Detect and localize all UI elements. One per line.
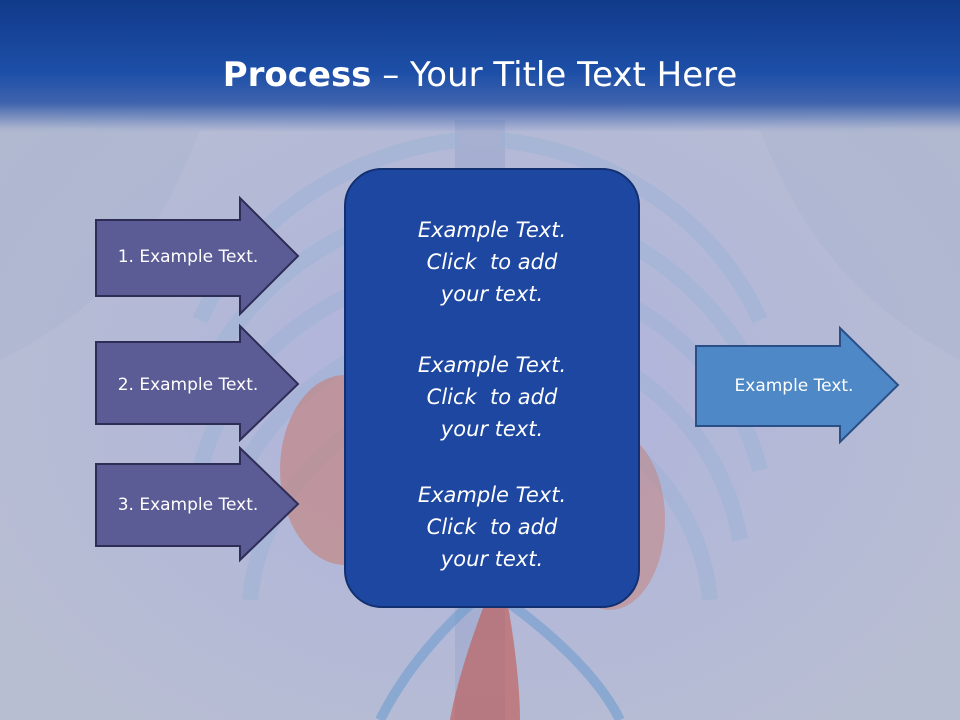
left-arrow-3-label: 3. Example Text. — [117, 495, 259, 515]
left-arrow-1-label: 1. Example Text. — [117, 247, 259, 267]
left-arrow-2[interactable]: 2. Example Text. — [95, 323, 300, 444]
center-paragraph-1-line-3: your text. — [440, 282, 544, 306]
center-text-box[interactable]: Example Text. Click to add your text. Ex… — [344, 168, 640, 608]
title-rest: – Your Title Text Here — [371, 55, 738, 95]
center-paragraph-2-line-3: your text. — [440, 417, 544, 441]
arrow-shape-icon — [95, 323, 300, 443]
arrow-shape-icon — [95, 445, 300, 563]
right-arrow[interactable]: Example Text. — [695, 325, 900, 445]
center-paragraph-1-line-1: Example Text. — [417, 218, 567, 242]
left-arrow-3[interactable]: 3. Example Text. — [95, 445, 300, 563]
title-bold: Process — [222, 55, 372, 95]
arrow-shape-icon — [95, 195, 300, 317]
center-paragraph-3-line-3: your text. — [440, 547, 544, 571]
left-arrow-1[interactable]: 1. Example Text. — [95, 195, 300, 317]
center-paragraph-3-line-1: Example Text. — [417, 483, 567, 507]
center-paragraph-2-line-2: Click to add — [426, 385, 558, 409]
center-paragraph-3: Example Text. Click to add your text. — [346, 479, 638, 575]
center-paragraph-1: Example Text. Click to add your text. — [346, 214, 638, 310]
right-arrow-label: Example Text. — [734, 376, 854, 396]
center-paragraph-2-line-1: Example Text. — [417, 353, 567, 377]
center-paragraph-1-line-2: Click to add — [426, 250, 558, 274]
slide-title[interactable]: Process – Your Title Text Here — [0, 52, 960, 98]
center-paragraph-2: Example Text. Click to add your text. — [346, 349, 638, 445]
left-arrow-2-label: 2. Example Text. — [117, 375, 259, 395]
center-paragraph-3-line-2: Click to add — [426, 515, 558, 539]
title-band — [0, 0, 960, 132]
arrow-shape-icon — [695, 325, 900, 445]
